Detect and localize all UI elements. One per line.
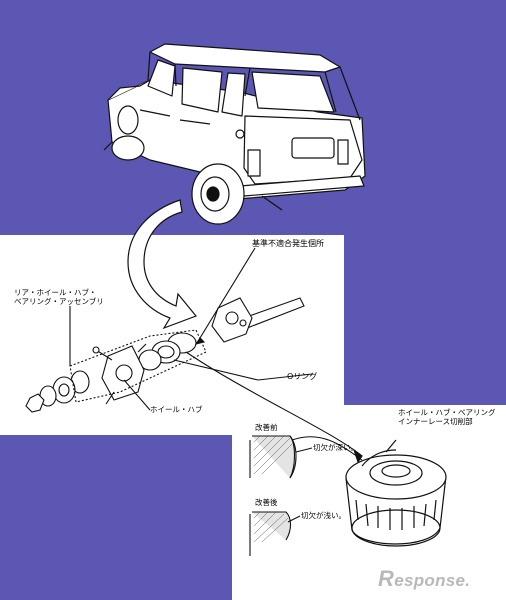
cut-deep-label: 切欠が深い。 xyxy=(313,443,358,452)
after-label: 改善後 xyxy=(255,498,278,507)
curved-arrow xyxy=(127,199,197,330)
assembly-label-line1: リア・ホイール・ハブ・ xyxy=(14,288,97,297)
detail-leader xyxy=(291,436,363,461)
o-ring-label: Oリング xyxy=(287,372,318,381)
response-watermark: Response. xyxy=(378,566,470,592)
wheel-hub-label: ホイール・ハブ xyxy=(150,405,203,414)
car-illustration xyxy=(103,43,366,225)
before-profile-hatch xyxy=(253,435,293,543)
inner-race-label-line2: インナーレース切削部 xyxy=(398,417,473,426)
before-label: 改善前 xyxy=(255,423,278,432)
watermark-rest: esponse. xyxy=(394,571,471,590)
defect-location-label: 基準不適合発生個所 xyxy=(252,239,324,248)
cut-shallow-label: 切欠が浅い。 xyxy=(301,511,346,520)
bearing-inner-race xyxy=(345,439,447,547)
inner-race-label-line1: ホイール・ハブ・ベアリング xyxy=(398,408,496,417)
exploded-view xyxy=(25,247,363,464)
watermark-initial: R xyxy=(378,566,395,591)
exploded-view-panel xyxy=(0,235,344,435)
assembly-label-line2: ベアリング・アッセンブリ xyxy=(14,297,104,306)
